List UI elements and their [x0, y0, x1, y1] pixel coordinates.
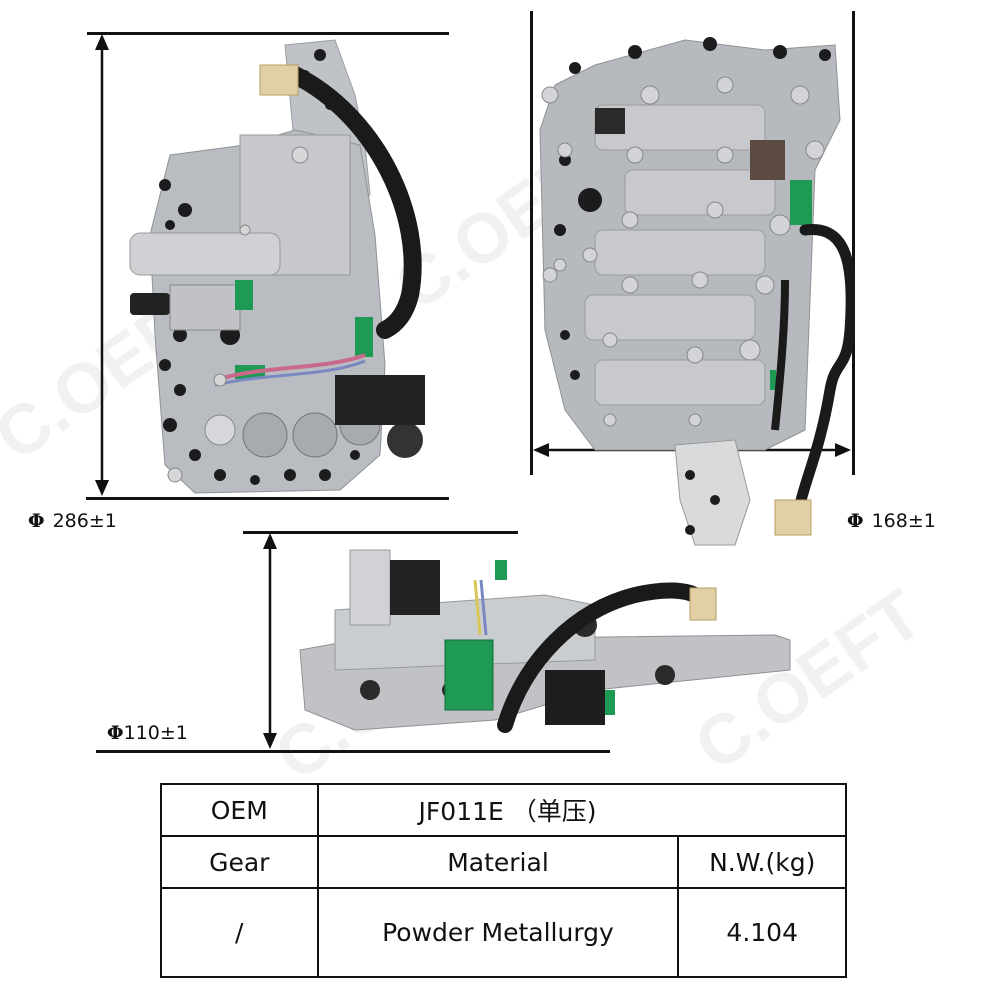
weight-value-cell: 4.104 [677, 887, 847, 978]
dimension-line-bottom [86, 497, 449, 500]
table-row: Gear Material N.W.(kg) [160, 835, 847, 889]
diameter-symbol: Φ [28, 510, 45, 532]
table-row: OEM JF011E （单压) [160, 783, 848, 837]
dimension-line-left [530, 11, 533, 475]
gear-value-cell: / [160, 887, 319, 978]
diameter-symbol: Φ [107, 722, 124, 744]
spec-table: OEM JF011E （单压) Gear Material N.W.(kg) /… [160, 783, 848, 978]
valve-body-top-photo [539, 37, 855, 546]
height-dimension-label: Φ 286±1 [28, 510, 117, 532]
width-value: 168±1 [871, 510, 936, 532]
valve-body-front-photo [129, 39, 425, 494]
material-header-cell: Material [316, 835, 680, 889]
valve-body-side-photo [299, 549, 791, 733]
material-value-cell: Powder Metallurgy [316, 887, 680, 978]
width-dimension-label: Φ 168±1 [847, 510, 936, 532]
depth-dimension-label: Φ110±1 [107, 722, 188, 744]
oem-value-cell: JF011E （单压) [316, 783, 848, 837]
diameter-symbol: Φ [847, 510, 864, 532]
table-row: / Powder Metallurgy 4.104 [160, 887, 847, 978]
depth-value: 110±1 [123, 722, 188, 744]
gear-header-cell: Gear [160, 835, 319, 889]
dimension-line-right [852, 11, 855, 475]
oem-label-cell: OEM [160, 783, 319, 837]
height-value: 286±1 [52, 510, 117, 532]
depth-arrow-icon [263, 533, 277, 749]
dimension-line-bottom [96, 750, 610, 753]
dimension-line-top [87, 32, 449, 35]
dimension-line-top [243, 531, 518, 534]
weight-header-cell: N.W.(kg) [677, 835, 847, 889]
height-arrow-icon [95, 34, 109, 496]
